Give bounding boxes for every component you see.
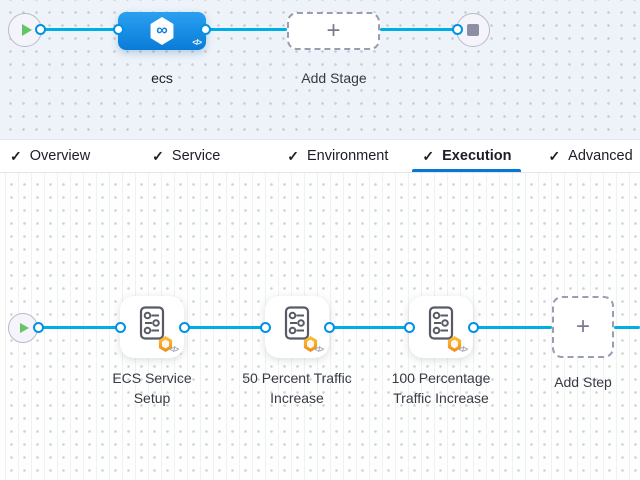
tab-service[interactable]: ✓ Service bbox=[142, 140, 230, 172]
step-label: ECS Service Setup bbox=[112, 370, 192, 406]
tab-label: Advanced bbox=[568, 148, 633, 164]
stage-name-label: ecs bbox=[151, 70, 173, 86]
tab-label: Service bbox=[171, 148, 221, 164]
plus-icon: + bbox=[575, 313, 590, 340]
step-settings-icon bbox=[281, 305, 318, 352]
add-stage-label: Add Stage bbox=[301, 70, 367, 86]
port bbox=[404, 322, 415, 333]
plus-icon: + bbox=[326, 17, 341, 44]
code-icon: </> bbox=[169, 345, 179, 354]
port bbox=[115, 322, 126, 333]
ecs-badge-icon bbox=[447, 336, 462, 352]
edge bbox=[40, 28, 118, 31]
step-settings-icon bbox=[425, 305, 462, 352]
port bbox=[33, 322, 44, 333]
edge bbox=[473, 326, 552, 329]
cd-stage-icon: ∞ bbox=[150, 17, 174, 45]
stop-icon bbox=[467, 24, 479, 36]
step-node-ecs-service-setup[interactable]: </> bbox=[120, 296, 184, 358]
port bbox=[468, 322, 479, 333]
port bbox=[35, 24, 46, 35]
edge bbox=[329, 326, 409, 329]
ecs-badge-icon bbox=[303, 336, 318, 352]
port bbox=[324, 322, 335, 333]
tab-label: Execution bbox=[442, 148, 512, 164]
check-icon: ✓ bbox=[548, 147, 561, 164]
port bbox=[200, 24, 211, 35]
add-step-button[interactable]: + bbox=[552, 296, 614, 358]
step-label: 100 Percentage Traffic Increase bbox=[391, 370, 491, 406]
tab-label: Environment bbox=[307, 148, 389, 164]
play-icon bbox=[21, 24, 32, 36]
stage-node-ecs[interactable]: ∞ </> bbox=[118, 12, 206, 50]
port bbox=[113, 24, 124, 35]
step-settings-icon bbox=[136, 305, 173, 352]
code-icon: </> bbox=[458, 345, 468, 354]
check-icon: ✓ bbox=[152, 147, 164, 164]
execution-canvas: </> ECS Service Setup </> 50 Percent Tra… bbox=[0, 173, 640, 480]
check-icon: ✓ bbox=[287, 147, 299, 164]
tab-overview[interactable]: ✓ Overview bbox=[0, 140, 100, 172]
stage-canvas: ∞ </> ecs + Add Stage bbox=[0, 0, 640, 139]
step-node-50-percent-traffic-increase[interactable]: </> bbox=[265, 296, 329, 358]
code-icon: </> bbox=[192, 38, 202, 47]
ecs-badge-icon bbox=[158, 336, 173, 352]
tab-advanced[interactable]: ✓ Advanced bbox=[538, 140, 640, 172]
edge bbox=[38, 326, 120, 329]
edge bbox=[614, 326, 640, 329]
port bbox=[452, 24, 463, 35]
play-icon bbox=[20, 323, 29, 333]
check-icon: ✓ bbox=[422, 147, 435, 164]
check-icon: ✓ bbox=[10, 147, 22, 164]
edge bbox=[184, 326, 265, 329]
port bbox=[260, 322, 271, 333]
edge bbox=[206, 28, 287, 31]
edge bbox=[380, 28, 458, 31]
tab-execution[interactable]: ✓ Execution bbox=[412, 140, 522, 172]
step-label: 50 Percent Traffic Increase bbox=[242, 370, 352, 406]
stage-config-tabs: ✓ Overview ✓ Service ✓ Environment ✓ Exe… bbox=[0, 139, 640, 173]
add-step-label: Add Step bbox=[554, 374, 612, 390]
port bbox=[179, 322, 190, 333]
code-icon: </> bbox=[314, 345, 324, 354]
step-node-100-percentage-traffic-increase[interactable]: </> bbox=[409, 296, 473, 358]
add-stage-button[interactable]: + bbox=[287, 12, 380, 50]
tab-environment[interactable]: ✓ Environment bbox=[277, 140, 398, 172]
tab-label: Overview bbox=[29, 148, 91, 164]
infinity-icon: ∞ bbox=[156, 22, 168, 39]
